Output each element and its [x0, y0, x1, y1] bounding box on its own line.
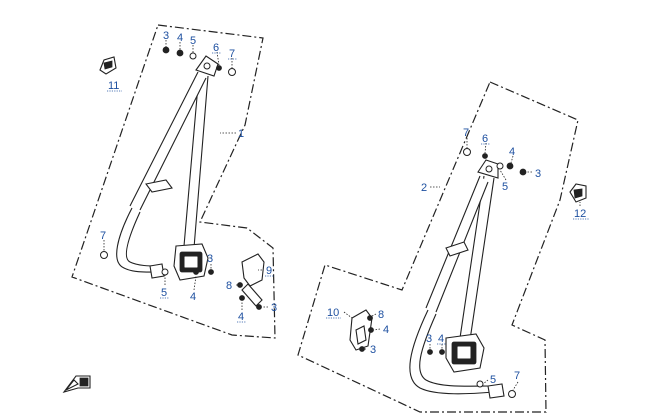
callout-right-4b: 4 [383, 324, 389, 336]
callout-left-3c: 3 [271, 302, 277, 314]
right-anchor-bolt-hole [485, 165, 493, 173]
callout-left-7a: 7 [229, 48, 235, 60]
callout-right-5a: 5 [502, 181, 508, 193]
left-nut-4b [193, 269, 199, 275]
left-bolt-3b [208, 269, 214, 275]
left-bolt-7a [228, 68, 236, 76]
right-shoulder-strap-fill [460, 176, 494, 340]
callout-right-4c: 4 [438, 333, 444, 345]
right-retractor-label [456, 345, 472, 360]
right-callouts: 7 6 4 3 5 2 12 10 8 4 3 3 4 5 7 [326, 127, 589, 386]
left-buckle [241, 253, 265, 287]
right-bolt-7b [508, 390, 516, 398]
right-nut-4a [506, 162, 514, 170]
right-bolt-3a [519, 168, 527, 176]
right-belt-guide [445, 241, 469, 257]
right-bolt-7a [463, 148, 471, 156]
left-floor-strap-inner [125, 211, 159, 267]
callout-left-7b: 7 [100, 230, 106, 242]
callout-left-11: 11 [108, 80, 119, 92]
right-bolt-8 [367, 315, 373, 321]
leader-lines [103, 40, 581, 391]
callout-left-5b: 5 [161, 287, 167, 299]
right-anchor-cover-recess [573, 188, 583, 199]
left-lap-strap-fill [130, 72, 206, 210]
callout-right-10: 10 [327, 307, 339, 319]
callout-left-8: 8 [226, 280, 232, 292]
right-nut-4c [439, 349, 445, 355]
callout-right-4a: 4 [509, 146, 515, 158]
right-floor-strap [409, 309, 495, 395]
callout-right-5b: 5 [490, 374, 496, 386]
right-bolt-3c [427, 349, 433, 355]
right-buckle-stalk [355, 325, 367, 345]
left-spacer-6a [216, 65, 222, 71]
right-floor-end-fitting [487, 383, 505, 399]
left-washer-5a [189, 52, 197, 60]
left-buckle-stalk [241, 283, 263, 307]
callout-left-4a: 4 [177, 32, 183, 44]
callout-right-7a: 7 [463, 127, 469, 139]
right-assembly-outline [297, 81, 579, 413]
right-washer-5a [496, 162, 504, 170]
right-nut-4b [368, 327, 374, 333]
callout-left-3b: 3 [207, 253, 213, 265]
left-floor-strap [116, 207, 159, 273]
callout-left-1: 1 [238, 128, 244, 140]
left-retractor-label [183, 255, 199, 269]
left-washer-5b [161, 268, 169, 276]
left-callouts: 3 4 5 6 7 1 11 7 5 4 3 8 9 4 3 [100, 30, 277, 323]
right-seat-belt-assembly [349, 148, 527, 399]
left-floor-end-fitting [149, 263, 165, 279]
left-anchor-bolt-hole [203, 62, 211, 70]
callout-right-7b: 7 [514, 370, 520, 382]
callout-left-5a: 5 [190, 35, 196, 47]
right-washer-5b [476, 380, 484, 388]
callout-left-3a: 3 [163, 30, 169, 42]
left-shoulder-strap-fill [184, 74, 208, 248]
left-seat-belt-assembly [100, 46, 265, 310]
left-bolt-7b [100, 251, 108, 259]
callout-left-9: 9 [266, 265, 272, 277]
left-shoulder-strap [183, 73, 209, 249]
callout-right-8: 8 [378, 309, 384, 321]
callout-right-3a: 3 [535, 168, 541, 180]
left-bolt-3c [256, 304, 262, 310]
front-direction-arrow-icon [62, 375, 91, 393]
callout-right-6: 6 [482, 133, 488, 145]
right-spacer-6 [482, 153, 488, 159]
callout-right-3b: 3 [370, 344, 376, 356]
right-floor-strap-inner [419, 313, 495, 387]
callout-right-12: 12 [574, 208, 586, 220]
right-bolt-3b [359, 346, 365, 352]
callout-left-4c: 4 [238, 311, 244, 323]
callout-right-3c: 3 [426, 333, 432, 345]
left-assembly-outline [71, 24, 276, 339]
left-belt-guide [145, 179, 173, 193]
left-bolt-3a [162, 46, 170, 54]
left-nut-4a [176, 49, 184, 57]
left-nut-4c [239, 295, 245, 301]
callout-left-6a: 6 [213, 42, 219, 54]
callout-left-4b: 4 [190, 291, 196, 303]
left-anchor-cover-recess [103, 60, 113, 70]
callout-right-2: 2 [421, 182, 427, 194]
